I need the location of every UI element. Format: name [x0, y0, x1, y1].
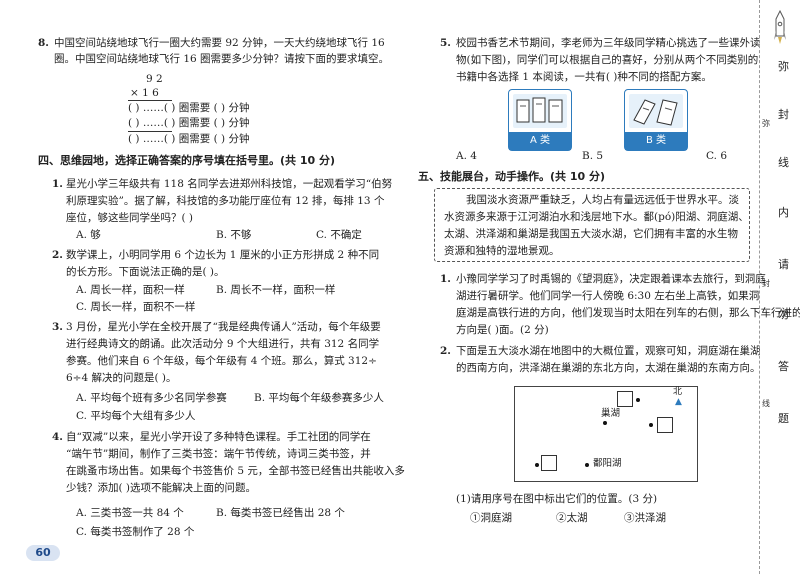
s4-q3-line1: 3 月份，星光小学在全校开展了“我是经典传诵人”活动，每个年级要 [66, 321, 381, 333]
q8-text-line2: 圈。中国空间站绕地球飞行 16 圈需要多少分钟？请按下面的要求填空。 [54, 53, 390, 65]
map-point-1 [636, 398, 640, 402]
q8-number: 8. [38, 37, 49, 49]
s4-q1-option-b: B. 不够 [216, 229, 252, 241]
s4-q2-option-c: C. 周长一样，面积不一样 [76, 301, 196, 313]
s5-q1-line3: 庭湖是高铁行进的方向，他们发现当时太阳在列车的右侧，那么下车行进的 [456, 307, 800, 319]
section4-title: 四、思维园地，选择正确答案的序号填在括号里。(共 10 分) [38, 154, 336, 167]
section5-title: 五、技能展台，动手操作。(共 10 分) [418, 170, 606, 183]
q5-line2: 物(如下图)，同学们可以根据自己的喜好，分别从两个不同类别的 [456, 54, 759, 66]
q8-calc-row3: ( ) ……( ) 圈需要 ( ) 分钟 [128, 133, 250, 145]
s4-q2-option-a: A. 周长一样，面积一样 [76, 284, 185, 296]
q8-calc-multiplier: × 1 6 [130, 87, 159, 99]
north-label: 北 [673, 387, 683, 397]
sidebar-char-8: 题 [778, 412, 789, 425]
q5-line3: 书籍中各选择 1 本阅读，一共有( )种不同的搭配方案。 [456, 71, 712, 83]
sidebar-char-7: 答 [778, 360, 789, 373]
s4-q1-option-a: A. 够 [76, 229, 101, 241]
lake-map: 北 ▲ 巢湖 鄱阳湖 [514, 386, 698, 482]
s4-q3-option-c: C. 平均每个大组有多少人 [76, 410, 196, 422]
chaohu-label: 巢湖 [601, 408, 621, 419]
sidebar-mark-1: 弥 [762, 119, 770, 128]
s4-q2-option-b: B. 周长不一样，面积一样 [216, 284, 336, 296]
q5-option-a: A. 4 [456, 150, 477, 162]
books-illustration-b [629, 94, 683, 128]
books-illustration-a [513, 94, 567, 128]
sub-question-1: (1)请用序号在图中标出它们的位置。(3 分) [456, 493, 658, 505]
s4-q4-line4: 少钱？添加( )选项不能解决上面的问题。 [66, 482, 257, 494]
s4-q1-line1: 星光小学三年级共有 118 名同学去进郑州科技馆，一起观看学习“伯努 [66, 178, 393, 190]
option-hongze: ③洪泽湖 [624, 512, 666, 524]
sidebar-char-4: 内 [778, 206, 789, 219]
book-card-b-label: B 类 [625, 132, 687, 150]
s4-q3-line3: 参赛。他们来自 6 个年级，每个年级有 4 个班。那么，算式 312÷ [66, 355, 377, 367]
sidebar-mark-3: 线 [762, 399, 770, 408]
q5-option-c: C. 6 [706, 150, 728, 162]
q8-calc-top: 9 2 [146, 73, 163, 85]
book-card-b: B 类 [624, 89, 688, 151]
s4-q4-line2: “端午节”期间，制作了三类书签：端午节传统，诗词三类书签，并 [66, 448, 371, 460]
map-answer-box-3[interactable] [541, 455, 557, 471]
s4-q2-line1: 数学课上，小明同学用 6 个边长为 1 厘米的小正方形拼成 2 种不同 [66, 249, 380, 261]
north-arrow-icon: ▲ [675, 397, 682, 407]
passage-line1: 我国淡水资源严重缺乏，人均占有量远远低于世界水平。淡 [466, 194, 739, 206]
s4-q2-line2: 的长方形。下面说法正确的是( )。 [66, 266, 225, 278]
s5-q2-number: 2. [440, 345, 451, 357]
s4-q4-number: 4. [52, 431, 63, 443]
s4-q3-line2: 进行经典诗文的朗诵。此次活动分 9 个大组进行，共有 312 名同学 [66, 338, 380, 350]
s4-q3-option-a: A. 平均每个班有多少名同学参赛 [76, 392, 227, 404]
page-number-badge: 60 [26, 545, 60, 561]
passage-line3: 太湖、洪泽湖和巢湖是我国五大淡水湖，它们拥有丰富的水生物 [444, 228, 738, 240]
passage-line4: 资源和独特的湿地景观。 [444, 245, 560, 257]
sidebar-mark-2: 封 [762, 279, 770, 288]
s4-q1-line2: 利原理实验”。据了解，科技馆的多功能厅座位有 12 排，每排 13 个 [66, 195, 385, 207]
rocket-icon [774, 9, 786, 46]
passage-line2: 水资源多来源于江河湖泊水和浅层地下水。鄱(pó)阳湖、洞庭湖、 [444, 211, 749, 223]
s5-q1-number: 1. [440, 273, 451, 285]
poyang-label: 鄱阳湖 [593, 458, 622, 469]
option-taihu: ②太湖 [556, 512, 588, 524]
sidebar-char-2: 封 [778, 108, 789, 121]
q8-calc-row2: ( ) ……( ) 圈需要 ( ) 分钟 [128, 117, 250, 129]
s4-q1-number: 1. [52, 178, 63, 190]
map-answer-box-1[interactable] [617, 391, 633, 407]
option-dongting: ①洞庭湖 [470, 512, 512, 524]
s4-q4-option-a: A. 三类书签一共 84 个 [76, 507, 184, 519]
passage-box [434, 188, 750, 262]
q5-number: 5. [440, 37, 451, 49]
s5-q1-line2: 湖进行暑研学。他们同学一行人傍晚 6:30 左右坐上高铁，如果洞 [456, 290, 760, 302]
sidebar-char-3: 线 [778, 156, 789, 169]
s4-q4-line1: 自“双减”以来，星光小学开设了多种特色课程。手工社团的同学在 [66, 431, 371, 443]
map-point-3 [535, 463, 539, 467]
s4-q4-option-c: C. 每类书签制作了 28 个 [76, 526, 195, 538]
s4-q3-number: 3. [52, 321, 63, 333]
seal-line-sidebar: 弥 弥 封 线 内 封 请 勿 线 答 题 [759, 0, 800, 574]
poyang-point [585, 463, 589, 467]
s4-q3-option-b: B. 平均每个年级参赛多少人 [254, 392, 384, 404]
q8-calc-rule2 [128, 131, 172, 132]
s4-q1-option-c: C. 不确定 [316, 229, 362, 241]
s4-q4-line3: 在跳蚤市场出售。如果每个书签售价 5 元，全部书签已经售出共能收入多 [66, 465, 405, 477]
book-card-a-label: A 类 [509, 132, 571, 150]
q5-option-b: B. 5 [582, 150, 604, 162]
s4-q3-line4: 6÷4 解决的问题是( )。 [66, 372, 177, 384]
s4-q1-line3: 座位，够这些同学坐吗？( ) [66, 212, 194, 224]
map-point-2 [649, 423, 653, 427]
s5-q2-line1: 下面是五大淡水湖在地图中的大概位置，观察可知，洞庭湖在巢湖 [456, 345, 761, 357]
s4-q4-option-b: B. 每类书签已经售出 28 个 [216, 507, 345, 519]
s5-q1-line1: 小豫同学学习了时禹锡的《望洞庭》，决定跟着课本去旅行，到洞庭 [456, 273, 766, 285]
s4-q2-number: 2. [52, 249, 63, 261]
map-answer-box-2[interactable] [657, 417, 673, 433]
q5-line1: 校园书香艺术节期间，李老师为三年级同学精心挑选了一些课外读 [456, 37, 761, 49]
sidebar-char-1: 弥 [778, 60, 789, 73]
s5-q2-line2: 的西南方向，洪泽湖在巢湖的东北方向，太湖在巢湖的东南方向。 [456, 362, 761, 374]
chaohu-point [603, 421, 607, 425]
q8-calc-rule1 [128, 100, 172, 101]
q8-calc-row1: ( ) ……( ) 圈需要 ( ) 分钟 [128, 102, 250, 114]
sidebar-char-5: 请 [778, 258, 789, 271]
book-card-a: A 类 [508, 89, 572, 151]
sidebar-char-6: 勿 [778, 308, 789, 321]
q8-text-line1: 中国空间站绕地球飞行一圈大约需要 92 分钟，一天大约绕地球飞行 16 [54, 37, 385, 49]
s5-q1-line4: 方向是( )面。(2 分) [456, 324, 549, 336]
